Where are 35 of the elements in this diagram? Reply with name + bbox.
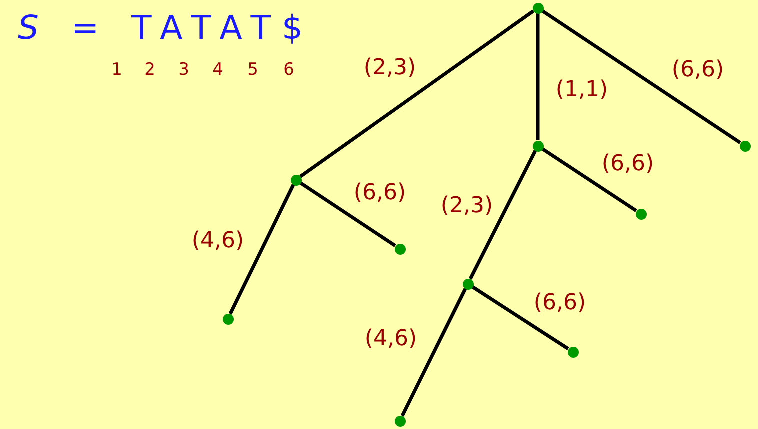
tree-edge (542, 10, 742, 144)
tree-node-dot (394, 416, 406, 426)
position-index: 6 (284, 60, 294, 80)
tree-edge (228, 184, 296, 315)
edge-label: (6,6) (532, 290, 588, 316)
tree-node-dot (290, 174, 302, 186)
tree-node-dot (462, 278, 474, 290)
tree-node-dot (222, 314, 234, 324)
edge-label: (6,6) (352, 180, 408, 206)
tree-node-dot (532, 2, 544, 14)
edge-label: (4,6) (364, 326, 418, 352)
tree-edge (536, 14, 540, 140)
tree-node-dot (740, 140, 750, 152)
position-index: 5 (248, 60, 258, 80)
edge-label: (6,6) (670, 58, 726, 82)
tree-edge (400, 288, 468, 417)
edge-label: (4,6) (190, 228, 246, 254)
tree-edge (299, 10, 535, 178)
edge-label: (1,1) (554, 78, 610, 102)
position-index: 1 (112, 60, 122, 80)
tree-node-dot (532, 140, 544, 152)
tree-edge (300, 182, 396, 248)
tree-edge (472, 286, 570, 350)
tree-node-dot (636, 208, 646, 220)
tree-edge (542, 148, 638, 212)
string-definition: S = TATAT$ (18, 8, 314, 47)
position-index: 2 (144, 60, 156, 80)
tree-edge (468, 150, 538, 280)
position-index: 3 (178, 60, 190, 80)
position-index: 4 (212, 60, 224, 80)
edge-label: (2,3) (440, 194, 494, 218)
tree-node-dot (394, 244, 406, 254)
edge-label: (6,6) (600, 152, 656, 176)
tree-node-dot (568, 346, 578, 358)
edge-label: (2,3) (362, 56, 418, 80)
